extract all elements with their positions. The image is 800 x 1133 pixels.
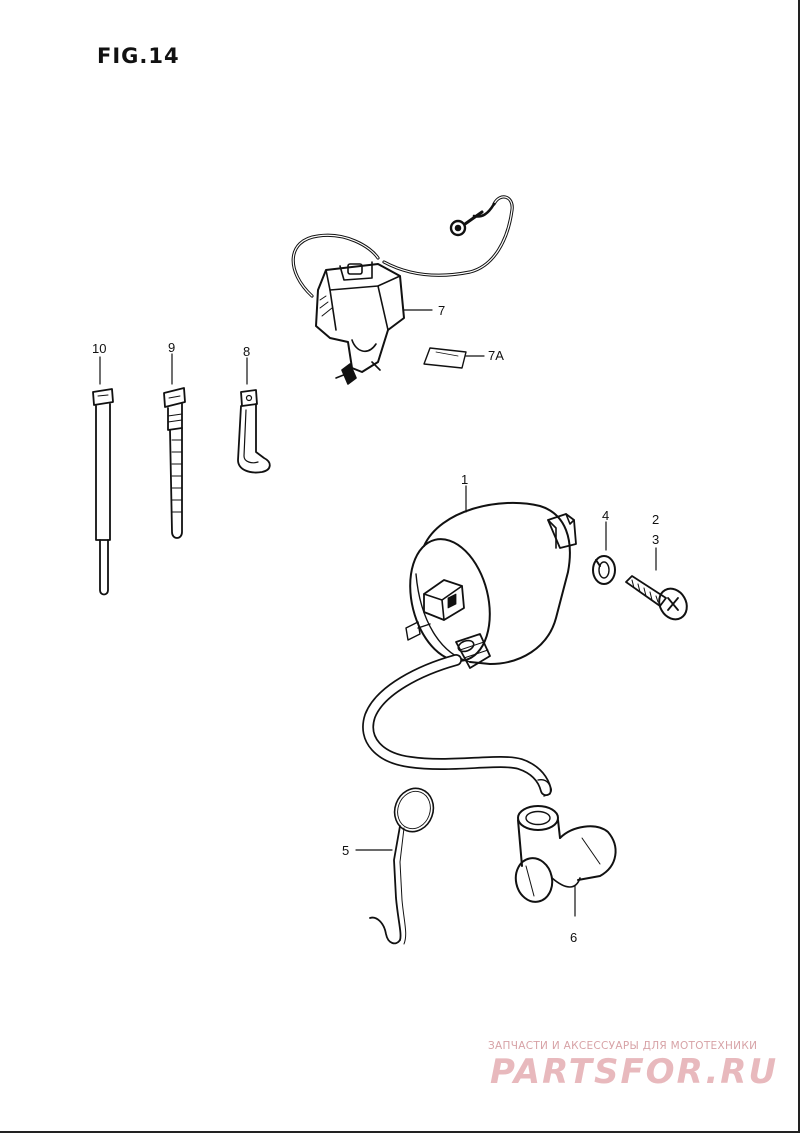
callout-7a: 7A bbox=[488, 348, 504, 363]
callout-5: 5 bbox=[342, 843, 349, 858]
callout-1: 1 bbox=[461, 472, 468, 487]
callout-9: 9 bbox=[168, 340, 175, 355]
callout-8: 8 bbox=[243, 344, 250, 359]
part-7a-label-plate bbox=[423, 347, 485, 369]
part-1-ignition-coil bbox=[405, 485, 577, 669]
part-5-wire-clip bbox=[355, 787, 435, 945]
callout-4: 4 bbox=[602, 508, 609, 523]
part-7-handlebar-switch bbox=[291, 195, 514, 385]
watermark-logo: PARTSFOR.RU bbox=[490, 1052, 779, 1092]
callout-10: 10 bbox=[92, 341, 106, 356]
part-6-spark-plug-cap bbox=[514, 805, 617, 917]
watermark-tagline: ЗАПЧАСТИ И АКСЕССУАРЫ ДЛЯ МОТОТЕХНИКИ bbox=[488, 1040, 758, 1052]
part-10-cable-tie-long bbox=[92, 356, 114, 596]
part-9-cable-tie bbox=[163, 353, 186, 539]
callout-2: 2 bbox=[652, 512, 659, 527]
part-4-lock-washer bbox=[592, 521, 616, 585]
callout-3: 3 bbox=[652, 532, 659, 547]
high-tension-cable bbox=[362, 654, 552, 797]
part-8-cable-clamp bbox=[237, 357, 271, 474]
callout-7: 7 bbox=[438, 303, 445, 318]
callout-6: 6 bbox=[570, 930, 577, 945]
part-2-3-screw bbox=[625, 547, 688, 621]
figure-title: FIG.14 bbox=[97, 44, 180, 68]
